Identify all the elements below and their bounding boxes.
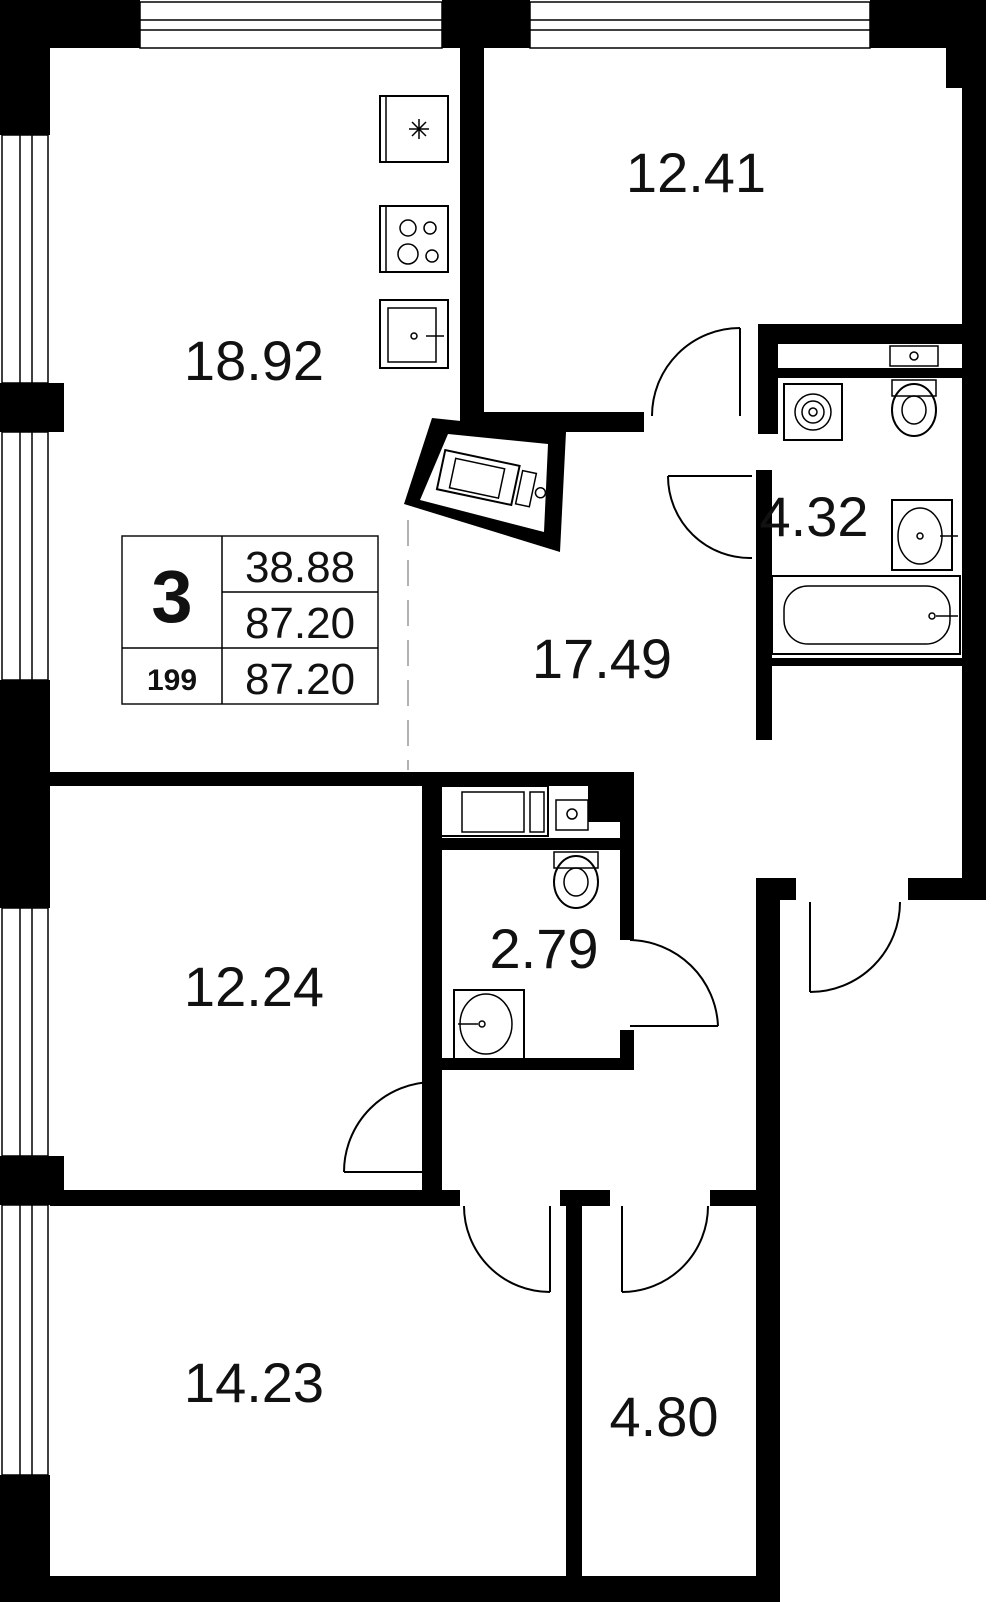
area-bathroom-main: 4.32 — [760, 485, 869, 548]
room-count: 3 — [151, 555, 192, 638]
unit-number: 199 — [147, 664, 197, 697]
fixtures — [379, 95, 961, 1061]
area-hallway: 17.49 — [532, 627, 672, 690]
area-toilet: 2.79 — [490, 917, 599, 980]
total-area-value: 87.20 — [245, 599, 355, 648]
area-bedroom-middle: 12.24 — [184, 955, 324, 1018]
doors — [343, 327, 901, 1293]
apartment-info-box: 3 199 38.88 87.20 87.20 — [121, 535, 379, 705]
total-area-value-2: 87.20 — [245, 655, 355, 704]
area-bedroom-top-right: 12.41 — [626, 141, 766, 204]
walls — [0, 0, 986, 1602]
area-storage: 4.80 — [610, 1385, 719, 1448]
windows — [1, 1, 871, 1476]
area-kitchen-living: 18.92 — [184, 329, 324, 392]
living-area-value: 38.88 — [245, 543, 355, 592]
room-labels: 18.92 12.41 4.32 17.49 12.24 2.79 14.23 … — [184, 141, 869, 1448]
area-bedroom-bottom: 14.23 — [184, 1351, 324, 1414]
snowflake-icon — [409, 119, 429, 139]
